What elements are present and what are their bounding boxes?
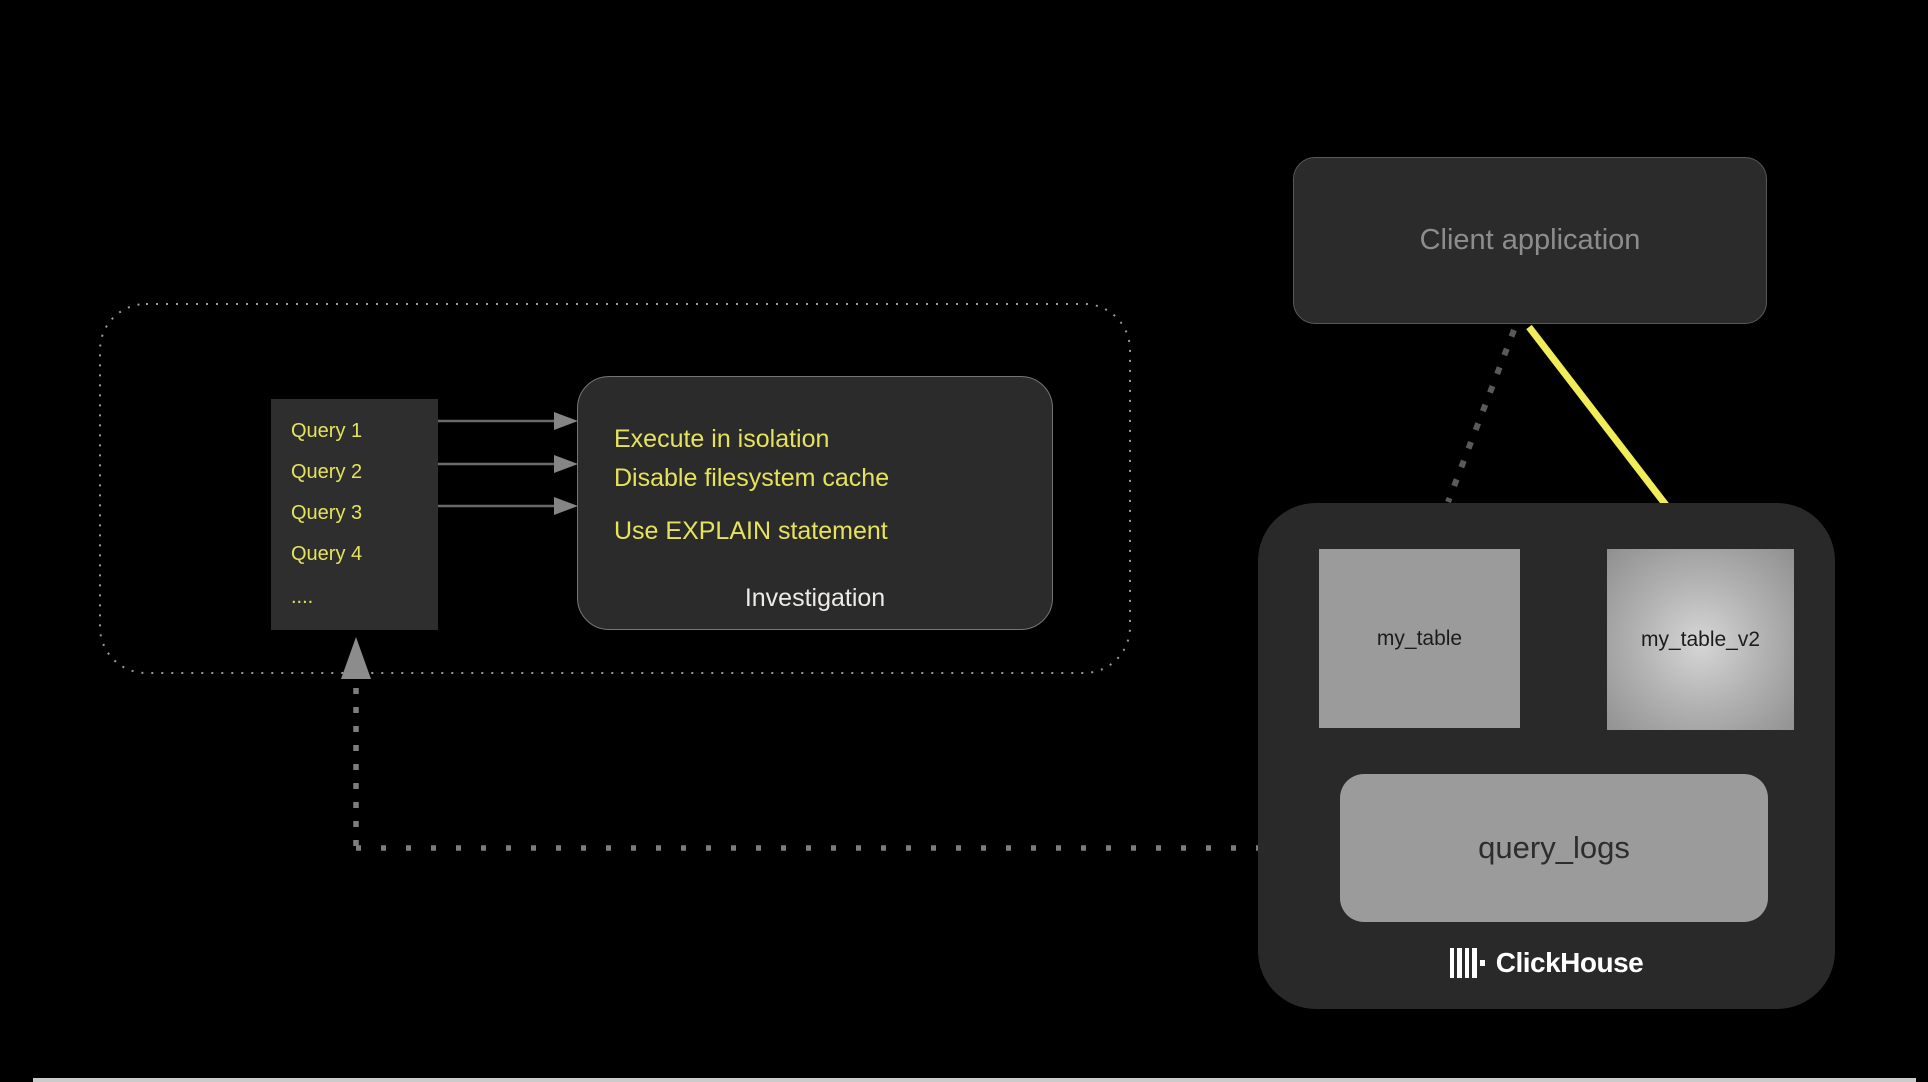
my-table-v2-box: my_table_v2 xyxy=(1607,549,1794,730)
bottom-edge-strip xyxy=(33,1078,1916,1082)
query-item-4: Query 4 xyxy=(291,543,363,565)
clickhouse-container: my_table my_table_v2 query_logs ClickHou… xyxy=(1258,503,1835,1009)
my-table-v2-label: my_table_v2 xyxy=(1640,627,1761,651)
investigation-box: Execute in isolation Disable filesystem … xyxy=(577,376,1053,630)
query-logs-box: query_logs xyxy=(1340,774,1768,922)
clickhouse-brand-text: ClickHouse xyxy=(1495,947,1644,978)
my-table-box: my_table xyxy=(1319,549,1520,728)
my-table-label: my_table xyxy=(1376,626,1463,650)
query-logs-feedback-dotted-arrow xyxy=(341,637,1338,851)
query-item-2: Query 2 xyxy=(291,461,363,483)
query-item-1: Query 1 xyxy=(291,420,363,442)
investigation-step-2: Disable filesystem cache xyxy=(614,464,890,492)
queries-box: Query 1 Query 2 Query 3 Query 4 .... xyxy=(271,399,438,630)
clickhouse-logo-icon xyxy=(1449,948,1488,978)
investigation-step-1: Execute in isolation xyxy=(614,425,830,453)
query-item-3: Query 3 xyxy=(291,502,363,524)
up-arrowhead xyxy=(341,637,371,679)
client-application-box: Client application xyxy=(1293,157,1767,324)
clickhouse-brand: ClickHouse xyxy=(1258,947,1835,979)
query-item-ellipsis: .... xyxy=(291,586,314,608)
investigation-label: Investigation xyxy=(744,584,886,612)
query-logs-label: query_logs xyxy=(1478,830,1630,865)
client-application-label: Client application xyxy=(1419,224,1641,256)
investigation-step-3: Use EXPLAIN statement xyxy=(614,517,888,545)
